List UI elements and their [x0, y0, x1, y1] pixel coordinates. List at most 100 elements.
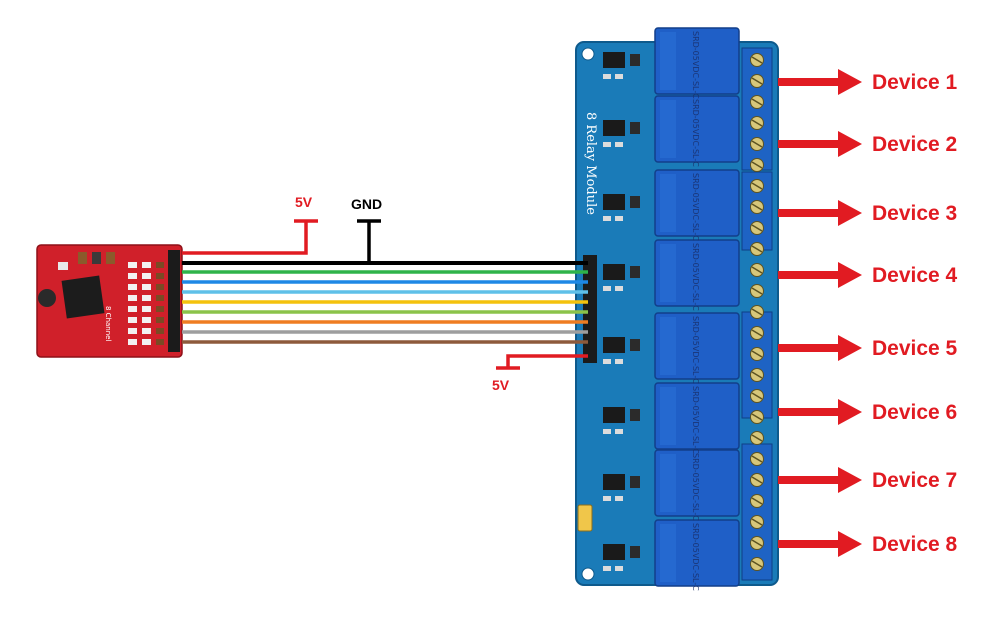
controller-label: 8 Channel: [104, 306, 112, 342]
controller-led: [142, 339, 151, 345]
terminal-screw-slot: [751, 371, 763, 379]
power-bottom-label: 5V: [492, 377, 510, 393]
wires: [182, 219, 588, 370]
relay-marking-7: SRD-05VDC-SL-C: [691, 453, 700, 521]
terminal-screw-slot: [751, 182, 763, 190]
terminal-screw-slot: [751, 455, 763, 463]
resistor-8: [615, 566, 623, 571]
resistor-4: [603, 286, 611, 291]
controller-board: [36, 244, 183, 358]
transistor-4: [630, 266, 640, 278]
terminal-screw-slot: [751, 518, 763, 526]
relay-marking-1: SRD-05VDC-SL-C: [691, 31, 700, 99]
controller-resistor: [156, 328, 164, 334]
resistor-5: [603, 359, 611, 364]
resistor-2: [615, 142, 623, 147]
controller-resistor: [156, 284, 164, 290]
transistor-2: [630, 122, 640, 134]
terminal-screw-slot: [751, 224, 763, 232]
terminal-screw-slot: [751, 56, 763, 64]
power-top-label: 5V: [295, 194, 313, 210]
terminal-screw-slot: [751, 560, 763, 568]
gnd-label: GND: [351, 196, 383, 212]
relay-1-face: [660, 32, 676, 90]
controller-led: [128, 328, 137, 334]
controller-resistor: [156, 262, 164, 268]
controller-resistor: [156, 295, 164, 301]
device-label-4: Device 4: [872, 264, 958, 287]
transistor-8: [630, 546, 640, 558]
terminal-screw-slot: [751, 77, 763, 85]
device-label-8: Device 8: [872, 533, 958, 556]
optocoupler-4: [603, 264, 625, 280]
relay-4-face: [660, 244, 676, 302]
controller-resistor: [156, 339, 164, 345]
controller-led: [142, 262, 151, 268]
relay-marking-6: SRD-05VDC-SL-C: [691, 386, 700, 454]
optocoupler-3: [603, 194, 625, 210]
output-arrows: [778, 69, 862, 557]
optocoupler-8: [603, 544, 625, 560]
device-label-5: Device 5: [872, 337, 958, 360]
relay-marking-5: SRD-05VDC-SL-C: [691, 316, 700, 384]
resistor-6: [615, 429, 623, 434]
relay-8-face: [660, 524, 676, 582]
controller-led: [142, 295, 151, 301]
transistor-3: [630, 196, 640, 208]
relay-marking-4: SRD-05VDC-SL-C: [691, 243, 700, 311]
controller-header: [168, 250, 180, 352]
terminal-screw-slot: [751, 161, 763, 169]
terminal-screw-slot: [751, 119, 763, 127]
optocoupler-1: [603, 52, 625, 68]
controller-led: [142, 273, 151, 279]
ir-receiver: [38, 289, 56, 307]
controller-led: [142, 284, 151, 290]
terminal-screw-slot: [751, 98, 763, 106]
transistor-7: [630, 476, 640, 488]
optocoupler-2: [603, 120, 625, 136]
arrow-head-5: [838, 335, 862, 361]
optocoupler-7: [603, 474, 625, 490]
device-label-2: Device 2: [872, 133, 958, 156]
resistor-2: [603, 142, 611, 147]
transistor-1: [630, 54, 640, 66]
resistor-8: [603, 566, 611, 571]
controller-resistor: [156, 317, 164, 323]
relay-7-face: [660, 454, 676, 512]
controller-led: [128, 273, 137, 279]
device-label-7: Device 7: [872, 469, 958, 492]
terminal-screw-slot: [751, 392, 763, 400]
wire-5v-bottom: [496, 354, 588, 370]
terminal-screw-slot: [751, 413, 763, 421]
terminal-screw-slot: [751, 539, 763, 547]
relay-5-face: [660, 317, 676, 375]
jumper: [577, 504, 593, 532]
arrow-head-2: [838, 131, 862, 157]
terminal-screw-slot: [751, 350, 763, 358]
terminal-screw-slot: [751, 203, 763, 211]
resistor-6: [603, 429, 611, 434]
relay-3-face: [660, 174, 676, 232]
arrow-head-1: [838, 69, 862, 95]
transistor-5: [630, 339, 640, 351]
arrow-head-4: [838, 262, 862, 288]
controller-led: [142, 317, 151, 323]
resistor-7: [615, 496, 623, 501]
controller-led: [142, 328, 151, 334]
relay-marking-8: SRD-05VDC-SL-C: [691, 523, 700, 591]
arrow-head-7: [838, 467, 862, 493]
terminal-screw-slot: [751, 287, 763, 295]
controller-chip: [61, 275, 105, 319]
wire-gnd-tap: [357, 219, 381, 263]
terminal-screw-slot: [751, 497, 763, 505]
controller-leds: [128, 262, 164, 345]
arrow-head-8: [838, 531, 862, 557]
screw-terminals: [741, 47, 773, 581]
controller-resistor: [156, 273, 164, 279]
arrow-head-6: [838, 399, 862, 425]
terminal-screw-slot: [751, 266, 763, 274]
resistor-3: [603, 216, 611, 221]
terminal-screw-slot: [751, 476, 763, 484]
terminal-screw-slot: [751, 434, 763, 442]
